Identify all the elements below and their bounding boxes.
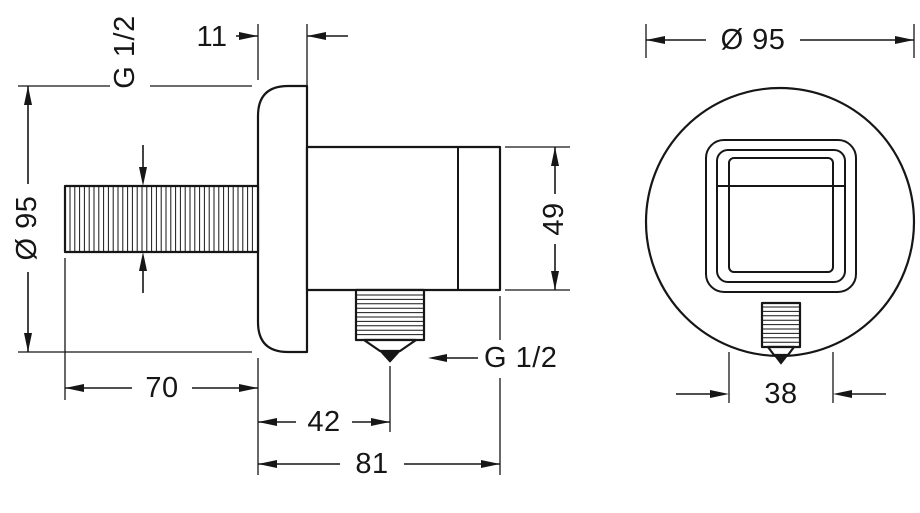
- dim-outlet-thread: G 1/2: [428, 342, 557, 374]
- dim-label: 81: [355, 448, 388, 480]
- outlet-threads: [760, 301, 802, 365]
- body: [305, 145, 502, 292]
- front-outlet-tip: [773, 354, 789, 365]
- dim-label: 49: [538, 202, 570, 235]
- holder-bracket: [705, 139, 857, 293]
- inlet-thread-hatch: [69, 187, 253, 251]
- wall-flange: [256, 84, 309, 354]
- dim-label: 42: [307, 406, 340, 438]
- dim-label: 38: [764, 378, 797, 410]
- inlet-pipe: [63, 184, 260, 254]
- dim-label: 11: [196, 21, 227, 53]
- dim-body-height: 49: [505, 146, 570, 291]
- bottom-outlet: [354, 288, 426, 363]
- dim-label: G 1/2: [109, 15, 141, 88]
- dim-diameter: Ø 95: [645, 24, 915, 58]
- dim-label: Ø 95: [721, 24, 786, 56]
- dim-flange-diameter: Ø 95: [11, 85, 252, 353]
- dim-label: 70: [145, 372, 178, 404]
- side-view: 11 G 1/2 Ø 95 4: [11, 15, 570, 480]
- dim-inlet-length: 70: [64, 258, 259, 475]
- dim-flange-thickness: 11: [196, 21, 348, 141]
- outlet-tip: [379, 350, 401, 363]
- dim-inlet-thread: G 1/2: [109, 15, 147, 293]
- outlet-thread-hatch: [357, 294, 423, 336]
- dim-label: G 1/2: [484, 342, 557, 374]
- front-thread-hatch: [763, 306, 799, 343]
- dim-label: Ø 95: [11, 196, 43, 261]
- front-view: Ø 95 38: [644, 24, 916, 410]
- dim-total-depth: 81: [258, 296, 501, 480]
- dim-holder-width: 38: [676, 352, 886, 410]
- dim-outlet-offset: 42: [258, 366, 391, 438]
